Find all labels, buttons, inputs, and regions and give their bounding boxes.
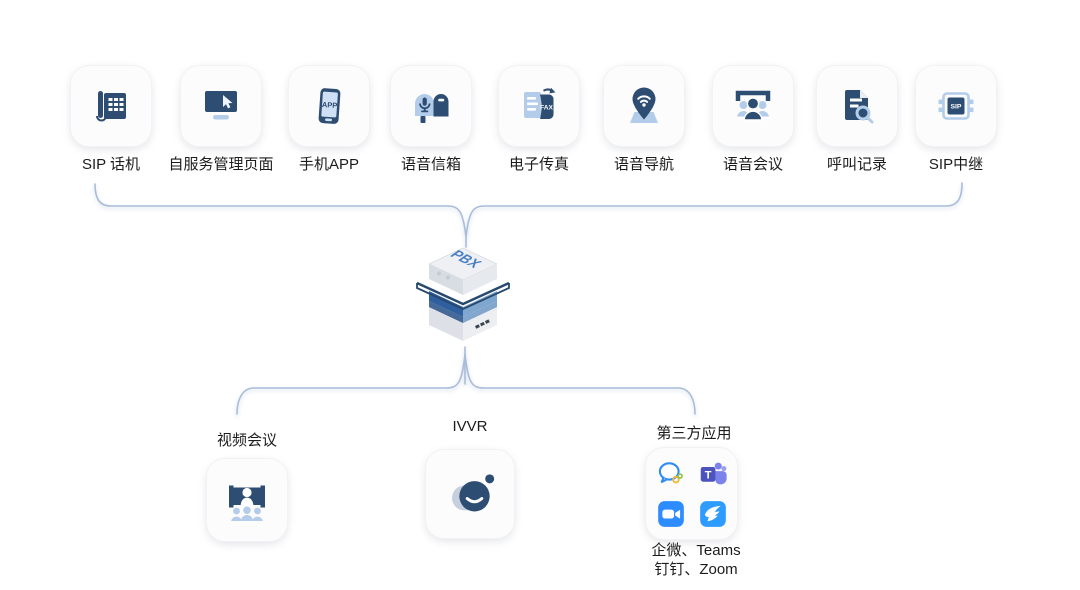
label-voicemail: 语音信箱 <box>400 156 461 173</box>
apps-names-line2: 钉钉、Zoom <box>654 561 738 578</box>
label-video-conference: 视频会议 <box>216 432 277 449</box>
third-party-apps-names: 企微、Teams 钉钉、Zoom <box>616 541 776 579</box>
dingtalk-icon <box>699 500 726 527</box>
card-efax: FAX <box>498 65 580 147</box>
top-brace-connector <box>94 182 963 238</box>
monitor-cursor-icon <box>205 91 237 120</box>
label-efax: 电子传真 <box>508 156 569 173</box>
card-sip-phone <box>70 65 152 147</box>
efax-icon: FAX <box>524 87 556 119</box>
bottom-brace-connector <box>236 353 696 415</box>
card-voicemail <box>390 65 472 147</box>
card-ivvr <box>425 449 515 539</box>
card-sip-trunk: SIP <box>915 65 997 147</box>
mobile-app-icon: APP <box>318 88 341 124</box>
label-third-party-apps: 第三方应用 <box>656 425 732 442</box>
label-voice-navigation: 语音导航 <box>613 156 674 173</box>
zoom-icon <box>657 500 684 527</box>
ivvr-icon <box>452 474 495 512</box>
label-sip-phone: SIP 话机 <box>81 156 141 173</box>
svg-text:FAX: FAX <box>540 105 553 112</box>
pbx-server: PBX <box>402 244 524 348</box>
video-conference-icon <box>229 485 265 521</box>
svg-text:APP: APP <box>322 100 338 110</box>
voicemail-icon <box>415 94 449 123</box>
call-log-icon <box>845 90 874 124</box>
svg-text:SIP: SIP <box>951 104 962 111</box>
card-call-log <box>816 65 898 147</box>
label-self-service-page: 自服务管理页面 <box>168 156 274 173</box>
pbx-server-icon: PBX <box>416 247 510 341</box>
apps-names-line1: 企微、Teams <box>651 542 741 559</box>
teams-icon: T <box>700 462 727 484</box>
voice-conference-icon <box>735 90 771 121</box>
card-voice-navigation <box>603 65 685 147</box>
voice-navigation-icon <box>630 87 658 123</box>
label-voice-conference: 语音会议 <box>722 156 783 173</box>
sip-trunk-icon: SIP <box>938 92 974 120</box>
card-mobile-app: APP <box>288 65 370 147</box>
sip-phone-icon <box>96 91 126 122</box>
card-third-party-apps: T <box>645 447 738 540</box>
label-sip-trunk: SIP中继 <box>928 156 984 173</box>
label-mobile-app: 手机APP <box>298 156 359 173</box>
card-voice-conference <box>712 65 794 147</box>
card-video-conference <box>206 458 288 542</box>
label-ivvr: IVVR <box>452 418 488 435</box>
card-self-service-page <box>180 65 262 147</box>
svg-text:T: T <box>704 469 711 481</box>
wecom-icon <box>658 461 683 483</box>
third-party-apps-icon: T <box>657 460 727 528</box>
label-call-log: 呼叫记录 <box>826 156 887 173</box>
